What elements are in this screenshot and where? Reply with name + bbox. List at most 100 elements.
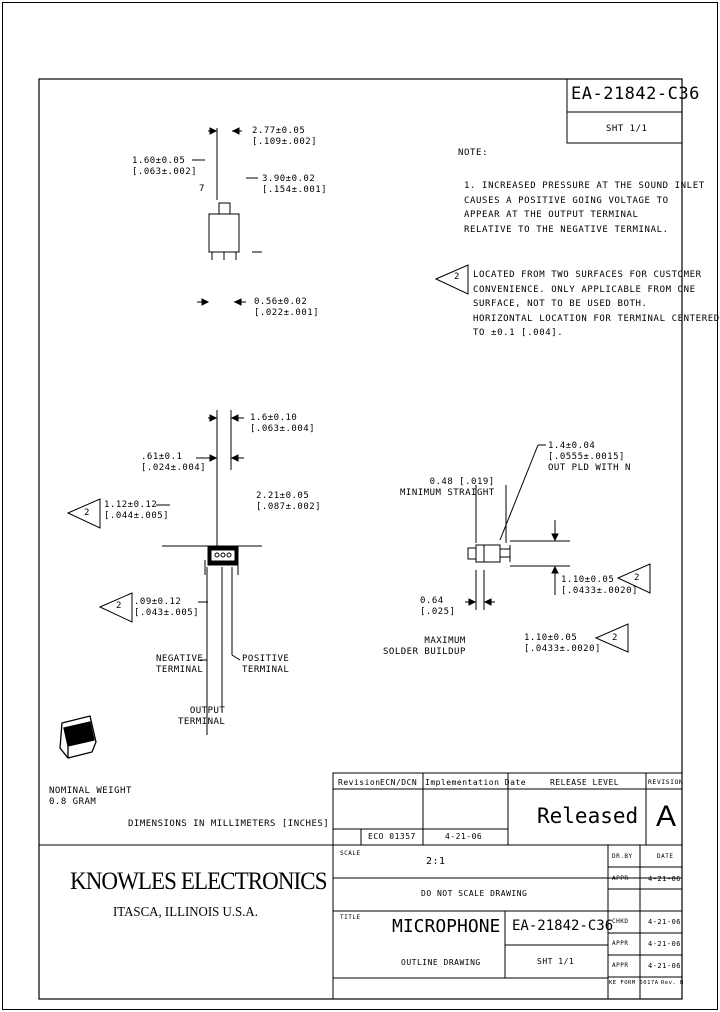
side-dim-c-mm: 1.10±0.05 xyxy=(561,575,615,585)
front-dim-c: 1.12±0.12 [.044±.005] xyxy=(104,500,169,522)
front-dim-b: .61±0.1 [.024±.004] xyxy=(141,452,206,474)
sign-row-2-label: APPR xyxy=(612,875,629,882)
side-dim-a-mm: 1.4±0.04 xyxy=(548,441,596,451)
side-dim-b-mm: 0.48 [.019] xyxy=(429,477,495,487)
note-2-line-3: SURFACE, NOT TO BE USED BOTH. xyxy=(473,299,648,309)
side-dim-d: 0.64 [.025] xyxy=(420,596,456,618)
front-dim-e-mm: .09±0.12 xyxy=(134,597,182,607)
notes-heading: NOTE: xyxy=(458,148,489,158)
front-dim-d-in: [.087±.002] xyxy=(256,502,322,512)
side-marker-2c: 2 xyxy=(634,573,640,583)
sign-row-1-label: DR.BY xyxy=(612,853,633,860)
revision-value: A xyxy=(656,800,677,833)
note-1-line-3: APPEAR AT THE OUTPUT TERMINAL xyxy=(464,210,639,220)
title-sheet: SHT 1/1 xyxy=(537,957,575,966)
company-name: KNOWLES ELECTRONICS xyxy=(70,868,328,895)
side-dim-e-mm: 1.10±0.05 xyxy=(524,633,578,643)
sign-row-5-label: APPR xyxy=(612,962,629,969)
side-dim-d-note: MAXIMUM SOLDER BUILDUP xyxy=(383,636,466,658)
front-marker-2a: 2 xyxy=(84,508,90,518)
output-terminal-label: OUTPUT TERMINAL xyxy=(178,706,225,728)
output-terminal-line-2: TERMINAL xyxy=(178,717,226,727)
positive-terminal-line-1: POSITIVE xyxy=(242,654,290,664)
side-dim-e-in: [.0433±.0020] xyxy=(524,644,601,654)
note-2-line-1: LOCATED FROM TWO SURFACES FOR CUSTOMER xyxy=(473,270,702,280)
negative-terminal-line-2: TERMINAL xyxy=(156,665,204,675)
note-2-line-4: HORIZONTAL LOCATION FOR TERMINAL CENTERE… xyxy=(473,313,720,324)
side-dim-d-note-1: MAXIMUM xyxy=(424,636,466,646)
side-dim-c-in: [.0433±.0020] xyxy=(561,586,638,596)
sign-row-5-date: 4-21-06 xyxy=(648,962,682,970)
note-1-line-1: 1. INCREASED PRESSURE AT THE SOUND INLET xyxy=(464,181,705,191)
top-dim-d: 0.56±0.02 [.022±.001] xyxy=(254,297,319,319)
scale-note: DO NOT SCALE DRAWING xyxy=(421,889,528,898)
negative-terminal-label: NEGATIVE TERMINAL xyxy=(156,654,203,676)
side-dim-a-note: OUT PLD WITH N xyxy=(548,463,631,473)
note-1: 1. INCREASED PRESSURE AT THE SOUND INLET… xyxy=(464,179,705,237)
top-dim-d-mm: 0.56±0.02 xyxy=(254,297,308,307)
positive-terminal-line-2: TERMINAL xyxy=(242,665,290,675)
sign-row-2-date: 4-21-06 xyxy=(648,875,682,883)
drawing-subtitle: OUTLINE DRAWING xyxy=(401,958,481,967)
rev-date-value: 4-21-06 xyxy=(445,832,483,841)
note-2-line-2: CONVENIENCE. ONLY APPLICABLE FROM ONE xyxy=(473,284,696,295)
top-dim-a-in: [.109±.002] xyxy=(252,137,318,147)
side-dim-d-mm: 0.64 xyxy=(420,596,444,606)
front-dim-a: 1.6±0.10 [.063±.004] xyxy=(250,413,315,435)
rev-col-ecn: ECN/DCN xyxy=(380,778,418,787)
side-marker-2d: 2 xyxy=(612,633,618,643)
doc-number-header: EA-21842-C36 xyxy=(571,84,700,104)
nominal-weight: NOMINAL WEIGHT 0.8 GRAM xyxy=(49,786,132,808)
note-1-line-2: CAUSES A POSITIVE GOING VOLTAGE TO xyxy=(464,195,669,206)
front-dim-c-in: [.044±.005] xyxy=(104,511,170,521)
front-marker-2b: 2 xyxy=(116,601,122,611)
side-dim-a-in: [.0555±.0015] xyxy=(548,452,625,462)
top-dim-a-mm: 2.77±0.05 xyxy=(252,126,306,136)
top-label-7: 7 xyxy=(199,184,205,194)
front-dim-e: .09±0.12 [.043±.005] xyxy=(134,597,199,619)
front-dim-b-mm: .61±0.1 xyxy=(141,452,183,462)
sign-row-1-date: DATE xyxy=(657,853,674,860)
front-dim-d-mm: 2.21±0.05 xyxy=(256,491,310,501)
front-dim-c-mm: 1.12±0.12 xyxy=(104,500,158,510)
note-2-line-5: TO ±0.1 [.004]. xyxy=(473,328,564,338)
sign-row-4-label: APPR xyxy=(612,940,629,947)
company-location: ITASCA, ILLINOIS U.S.A. xyxy=(113,905,258,920)
rev-col-revision: Revision xyxy=(338,778,381,787)
top-dim-b-mm: 1.60±0.05 xyxy=(132,156,186,166)
nominal-weight-label: NOMINAL WEIGHT xyxy=(49,786,132,796)
scale-value: 2:1 xyxy=(426,856,446,867)
form-footer-right: Rev. B xyxy=(661,980,684,986)
top-dim-c-in: [.154±.001] xyxy=(262,185,328,195)
side-dim-e: 1.10±0.05 [.0433±.0020] xyxy=(524,633,601,655)
sheet-header: SHT 1/1 xyxy=(606,124,648,134)
title-doc-number: EA-21842-C36 xyxy=(512,918,614,934)
drawing-title: MICROPHONE xyxy=(392,916,501,937)
side-dim-d-note-2: SOLDER BUILDUP xyxy=(383,647,466,657)
top-dim-b-in: [.063±.002] xyxy=(132,167,198,177)
note-1-line-4: RELATIVE TO THE NEGATIVE TERMINAL. xyxy=(464,224,669,235)
negative-terminal-line-1: NEGATIVE xyxy=(156,654,204,664)
top-dim-d-in: [.022±.001] xyxy=(254,308,320,318)
positive-terminal-label: POSITIVE TERMINAL xyxy=(242,654,289,676)
sign-row-3-date: 4-21-06 xyxy=(648,918,682,926)
title-label: TITLE xyxy=(340,914,361,921)
note-2: LOCATED FROM TWO SURFACES FOR CUSTOMER C… xyxy=(473,268,720,341)
rev-col-date: Implementation Date xyxy=(425,778,527,787)
scale-label: SCALE xyxy=(340,850,361,857)
released-label: Released xyxy=(537,804,639,828)
top-dim-c: 3.90±0.02 [.154±.001] xyxy=(262,174,327,196)
top-dim-a: 2.77±0.05 [.109±.002] xyxy=(252,126,317,148)
side-dim-c: 1.10±0.05 [.0433±.0020] xyxy=(561,575,638,597)
rev-col-rev: REVISION xyxy=(648,778,684,786)
side-dim-b: 0.48 [.019] MINIMUM STRAIGHT xyxy=(400,477,495,499)
rev-ecn-value: ECO 01357 xyxy=(368,832,416,841)
output-terminal-line-1: OUTPUT xyxy=(189,706,226,716)
front-dim-e-in: [.043±.005] xyxy=(134,608,200,618)
top-dim-c-mm: 3.90±0.02 xyxy=(262,174,316,184)
note-2-marker: 2 xyxy=(454,272,461,282)
side-dim-a: 1.4±0.04 [.0555±.0015] OUT PLD WITH N xyxy=(548,441,631,474)
side-dim-b-note: MINIMUM STRAIGHT xyxy=(400,488,495,498)
front-dim-d: 2.21±0.05 [.087±.002] xyxy=(256,491,321,513)
